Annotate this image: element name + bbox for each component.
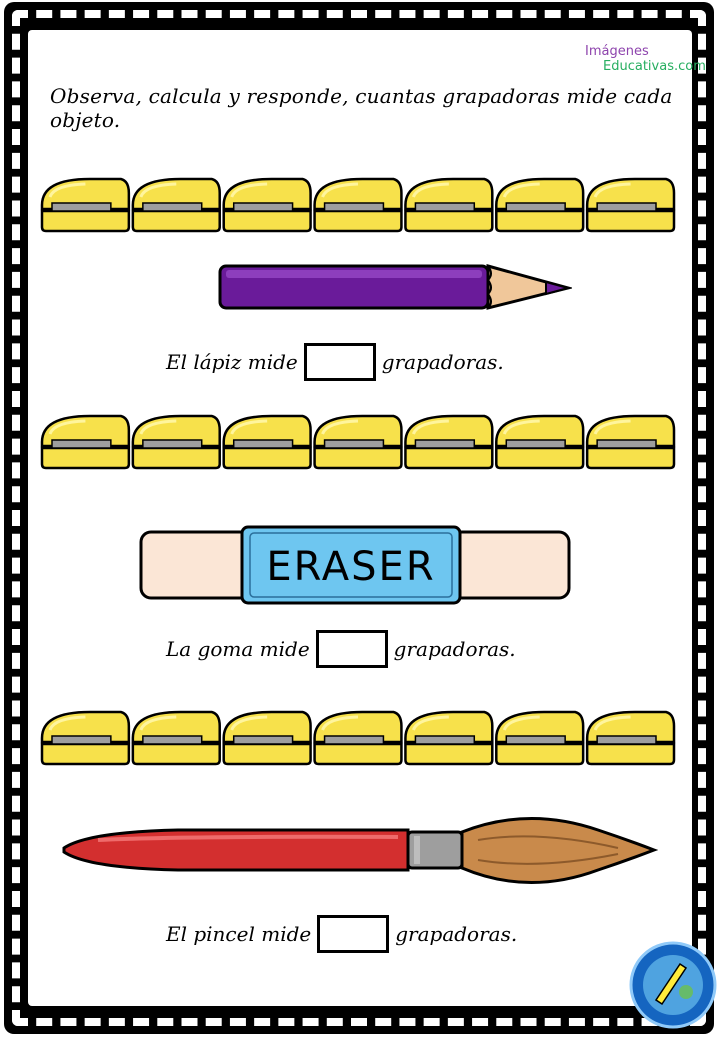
sentence-pencil-after: grapadoras. (381, 350, 504, 374)
stapler-row-2 (40, 412, 676, 472)
stapler-icon (222, 710, 312, 766)
instructions: Observa, calcula y responde, cuantas gra… (50, 84, 673, 132)
stapler-icon (495, 414, 585, 470)
eraser-icon: ERASER (138, 524, 572, 610)
answer-box-eraser[interactable] (315, 630, 388, 668)
stapler-icon (40, 414, 131, 470)
stapler-icon (404, 710, 494, 766)
answer-box-paintbrush[interactable] (317, 915, 390, 953)
watermark-badge (628, 940, 718, 1030)
sentence-pencil: El lápiz mide grapadoras. (166, 343, 504, 381)
stapler-icon (495, 177, 585, 233)
answer-box-pencil[interactable] (303, 343, 376, 381)
stapler-icon (40, 177, 131, 233)
sentence-eraser-before: La goma mide (166, 637, 310, 661)
paintbrush-icon (58, 810, 659, 896)
stapler-icon (313, 177, 403, 233)
stapler-icon (40, 710, 131, 766)
stapler-row-1 (40, 175, 676, 235)
sentence-eraser-after: grapadoras. (393, 637, 516, 661)
sentence-eraser: La goma mide grapadoras. (166, 630, 516, 668)
stapler-icon (131, 414, 221, 470)
stapler-icon (313, 710, 403, 766)
site-logo: Imágenes Educativas.com (585, 44, 706, 74)
sentence-paintbrush: El pincel mide grapadoras. (166, 915, 517, 953)
stapler-icon (585, 414, 676, 470)
sentence-paintbrush-before: El pincel mide (166, 922, 312, 946)
stapler-icon (131, 710, 221, 766)
stapler-icon (404, 414, 494, 470)
stapler-icon (222, 177, 312, 233)
stapler-icon (585, 177, 676, 233)
sentence-paintbrush-after: grapadoras. (395, 922, 518, 946)
stapler-icon (585, 710, 676, 766)
stapler-icon (222, 414, 312, 470)
stapler-icon (131, 177, 221, 233)
eraser-label: ERASER (266, 544, 435, 590)
pencil-icon (216, 262, 574, 316)
logo-line-1: Imágenes (585, 44, 649, 59)
stapler-row-3 (40, 708, 676, 768)
stapler-icon (495, 710, 585, 766)
stapler-icon (404, 177, 494, 233)
logo-line-2: Educativas.com (603, 59, 706, 74)
page-border-dashes (12, 10, 706, 1026)
sentence-pencil-before: El lápiz mide (166, 350, 298, 374)
stapler-icon (313, 414, 403, 470)
